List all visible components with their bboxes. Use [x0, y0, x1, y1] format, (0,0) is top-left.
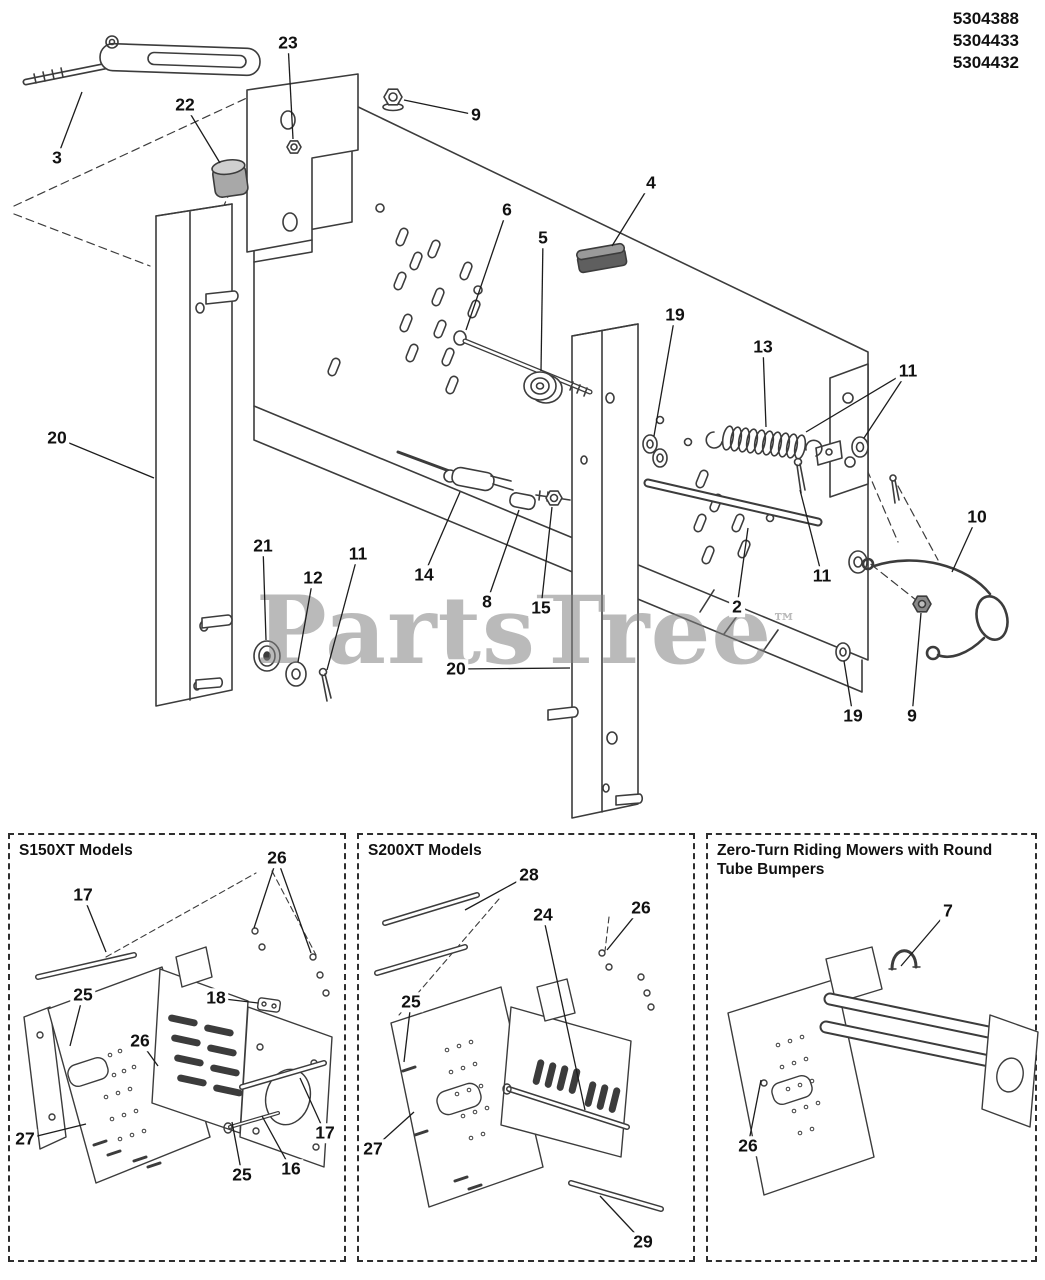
part-19-washers [642, 434, 668, 468]
part-26-screws [251, 927, 330, 997]
part-25-27-screws [401, 1065, 483, 1191]
catalog-number: 5304432 [952, 53, 1019, 73]
s150xt-diagram [23, 870, 333, 1184]
watermark-text: PartsTree [256, 576, 773, 686]
part-28-rods [374, 892, 480, 976]
bumper-bracket [500, 978, 632, 1158]
part-7-u-bolt [888, 949, 921, 971]
part-9-bottom-nut [912, 595, 932, 613]
watermark: PartsTree™ [256, 576, 797, 686]
part-5-roller [523, 371, 563, 404]
part-17-rod-left [35, 952, 137, 980]
part-25-27-screws [92, 1139, 162, 1169]
tube-bracket [825, 946, 883, 1004]
part-8-spacer [509, 492, 536, 511]
part-13-spring [705, 425, 823, 460]
watermark-tm: ™ [772, 607, 798, 637]
part-20-left-tube [155, 203, 239, 707]
catalog-number: 5304388 [952, 9, 1019, 28]
construction-lines [105, 870, 317, 958]
main-exploded-diagram [13, 35, 1009, 819]
panel-title-s200xt: S200XT Models [368, 842, 482, 859]
part-9-top-nut [382, 88, 404, 112]
part-3-draw-bar [22, 35, 261, 86]
part-17-rod-right [239, 1060, 327, 1090]
catalog-number: 5304433 [952, 31, 1019, 51]
part-10-cable [861, 557, 1009, 661]
part-2-rod [643, 478, 823, 527]
part-12-washer [285, 661, 307, 687]
mounting-bracket [246, 73, 359, 263]
panel-s200xt: S200XT Models [357, 833, 695, 1262]
zero-turn-diagram [727, 946, 1039, 1196]
part-23-nut [286, 140, 302, 154]
part-15-nut [535, 490, 571, 506]
part-11-washers-pins [318, 436, 900, 702]
round-tube-bumper [819, 992, 1005, 1069]
part-26-screws [598, 949, 655, 1011]
part-14-turnbuckle [396, 450, 514, 492]
bumper-grille [151, 946, 249, 1134]
panel-title-s150xt: S150XT Models [19, 842, 133, 859]
part-20-middle-tube [547, 323, 644, 819]
back-plate [390, 986, 544, 1208]
back-plate [727, 978, 875, 1196]
mount-plate-right [239, 1006, 333, 1168]
part-29-rod [568, 1180, 664, 1212]
panel-s150xt: S150XT Models [8, 833, 346, 1262]
panel-zero-turn: Zero-Turn Riding Mowers with Round Tube … [706, 833, 1039, 1262]
part-21-washer [253, 640, 281, 672]
catalog-numbers: 5304388 5304433 5304432 [953, 8, 1019, 74]
panel-title-zero-turn: Zero-Turn Riding Mowers with Round Tube … [717, 842, 993, 879]
part-18-clip [256, 997, 282, 1013]
part-4-cap [576, 242, 628, 274]
plate-slots [327, 203, 775, 565]
s200xt-diagram [374, 892, 664, 1212]
part-6-bolt [453, 330, 593, 397]
end-plate [981, 1014, 1039, 1128]
part-22-knob [211, 158, 249, 198]
